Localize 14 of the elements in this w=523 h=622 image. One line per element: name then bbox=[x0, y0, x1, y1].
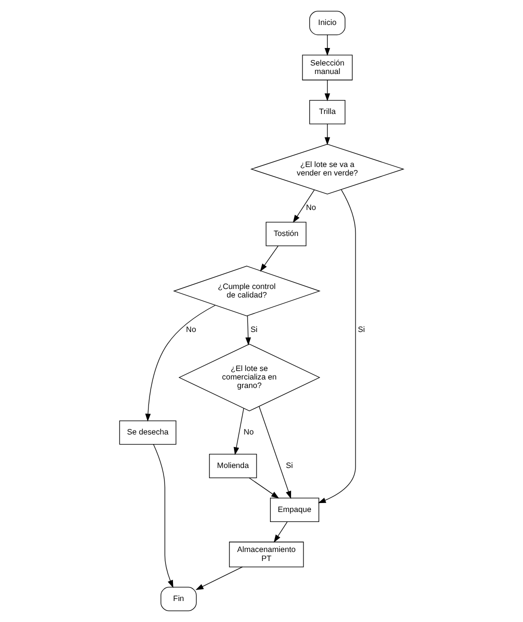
arrow bbox=[324, 34, 330, 56]
arrow bbox=[245, 316, 251, 346]
arrow bbox=[318, 189, 356, 504]
arrow bbox=[248, 478, 280, 499]
arrow bbox=[196, 566, 243, 590]
arrow bbox=[324, 80, 330, 102]
arrow bbox=[153, 444, 174, 588]
arrow bbox=[258, 406, 292, 499]
arrow bbox=[260, 246, 278, 272]
arrow bbox=[234, 408, 244, 456]
arrow bbox=[292, 190, 315, 223]
arrow bbox=[274, 522, 288, 543]
arrow bbox=[145, 304, 216, 422]
arrow bbox=[324, 124, 330, 146]
